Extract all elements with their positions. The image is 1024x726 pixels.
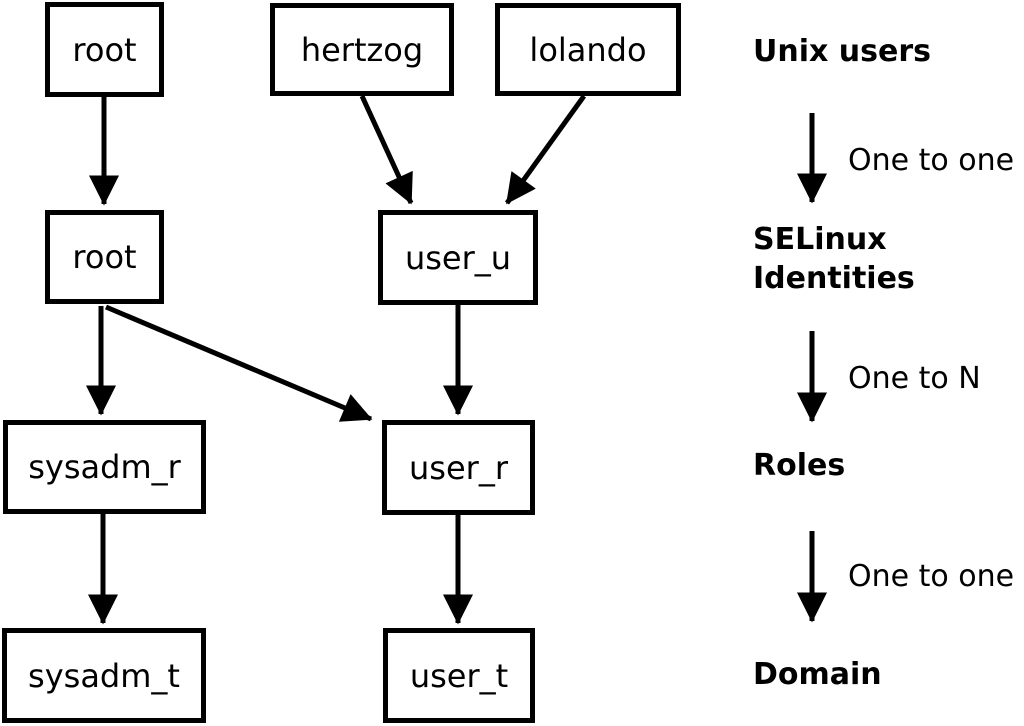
node-label: sysadm_t bbox=[28, 656, 180, 695]
node-label: hertzog bbox=[300, 30, 424, 69]
legend-caption-one-to-one-1: One to one bbox=[848, 143, 1015, 178]
node-label: user_u bbox=[404, 238, 512, 277]
node-user-r-role: user_r bbox=[382, 420, 535, 515]
legend-caption-one-to-n: One to N bbox=[848, 361, 981, 396]
node-label: root bbox=[72, 30, 137, 69]
arrow-lolando-to-useru bbox=[504, 94, 587, 205]
legend-unix-users: Unix users bbox=[753, 34, 932, 69]
node-root-selinux-identity: root bbox=[45, 210, 164, 304]
node-user-t-domain: user_t bbox=[383, 628, 535, 723]
legend-domain: Domain bbox=[753, 657, 882, 692]
node-sysadm-t-domain: sysadm_t bbox=[2, 628, 206, 723]
node-lolando-unix-user: lolando bbox=[495, 3, 681, 96]
node-label: lolando bbox=[529, 30, 647, 69]
node-root-unix-user: root bbox=[45, 2, 164, 97]
node-label: root bbox=[72, 238, 137, 276]
node-sysadm-r-role: sysadm_r bbox=[3, 420, 206, 514]
legend-caption-one-to-one-2: One to one bbox=[848, 559, 1015, 594]
node-label: sysadm_r bbox=[28, 448, 181, 486]
node-hertzog-unix-user: hertzog bbox=[270, 3, 454, 96]
node-label: user_t bbox=[409, 656, 509, 695]
node-label: user_r bbox=[409, 448, 508, 487]
legend-selinux-identities: SELinux Identities bbox=[753, 222, 915, 296]
legend-roles: Roles bbox=[753, 448, 846, 483]
node-user-u-selinux-identity: user_u bbox=[378, 210, 538, 305]
arrow-rootselinux-to-userr bbox=[105, 304, 373, 422]
arrow-hertzog-to-useru bbox=[359, 94, 414, 205]
